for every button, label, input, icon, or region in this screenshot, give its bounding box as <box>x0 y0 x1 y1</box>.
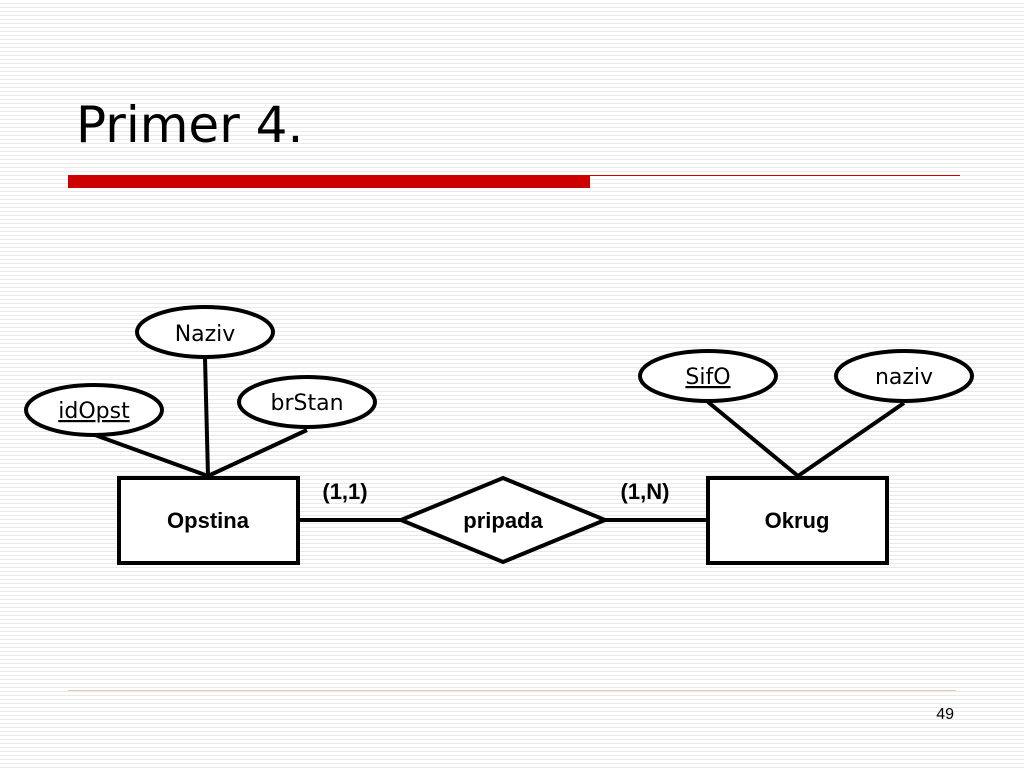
attribute-naziv-okrug-ellipse <box>834 349 974 403</box>
entity-opstina-box <box>117 476 300 565</box>
attribute-brstan: brStan <box>270 391 343 416</box>
cardinality-okrug: (1,N) <box>621 479 670 504</box>
entity-okrug-label: Okrug <box>765 508 830 533</box>
title-underline-thin <box>590 175 960 176</box>
attribute-sifo: SifO <box>685 365 730 390</box>
footer-divider <box>68 690 956 691</box>
connector-naziv-okrug <box>796 401 906 478</box>
attribute-naziv-opstina: Naziv <box>175 322 236 347</box>
entity-opstina-label: Opstina <box>167 508 250 533</box>
relationship-pripada-diamond <box>395 475 611 565</box>
attribute-sifo-ellipse <box>638 349 778 403</box>
relationship-pripada-label: pripada <box>463 508 543 533</box>
title-underline-thick <box>68 175 590 188</box>
entity-okrug-box <box>706 476 889 565</box>
attribute-idopst-ellipse <box>24 383 164 437</box>
connector-naziv-opstina <box>203 357 210 477</box>
connector-idopst-opstina <box>94 433 209 478</box>
connector-brstan-opstina <box>207 428 308 478</box>
cardinality-opstina: (1,1) <box>322 479 367 504</box>
connector-sifo-okrug <box>706 400 800 478</box>
attribute-naziv-opstina-ellipse <box>135 305 275 359</box>
attribute-idopst: idOpst <box>58 399 130 424</box>
attribute-naziv-okrug: naziv <box>875 365 933 390</box>
page-number: 49 <box>936 706 954 723</box>
attribute-brstan-ellipse <box>237 375 377 429</box>
slide-title: Primer 4. <box>76 96 304 154</box>
